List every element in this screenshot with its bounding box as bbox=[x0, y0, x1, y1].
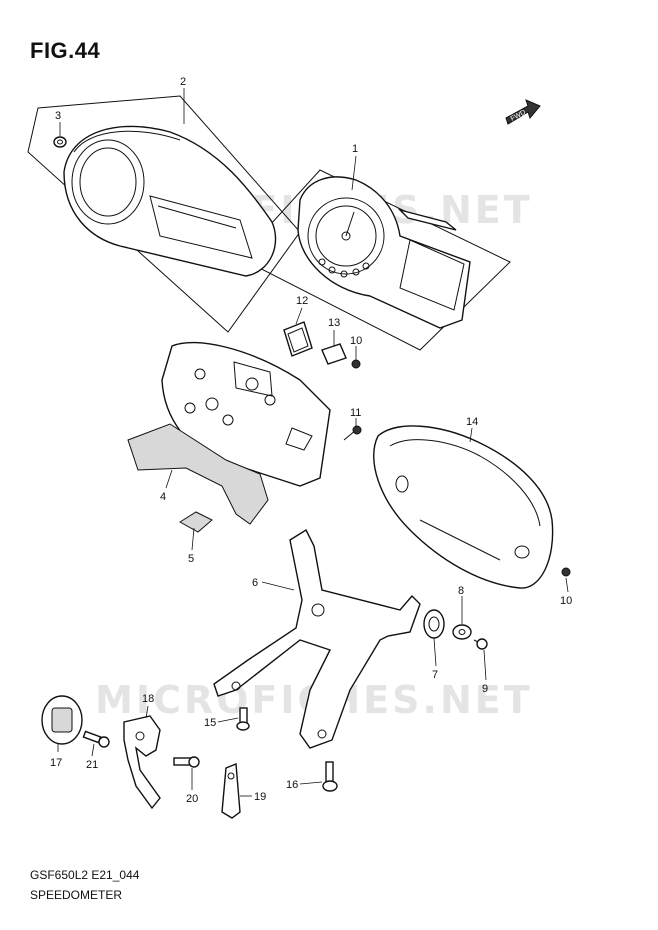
socket-part-17 bbox=[41, 695, 83, 745]
bushing-part-7 bbox=[423, 609, 445, 639]
clip-part-13 bbox=[321, 343, 347, 365]
speedometer-assembly-part bbox=[297, 176, 471, 329]
cap-part-3 bbox=[53, 136, 67, 148]
callout-3: 3 bbox=[55, 110, 61, 122]
sensor-part-18 bbox=[123, 715, 161, 810]
fwd-arrow-icon: FWD bbox=[505, 99, 541, 125]
callout-11: 11 bbox=[350, 407, 361, 419]
grommet-part-12 bbox=[283, 321, 313, 357]
bolt-part-9 bbox=[473, 638, 488, 650]
callout-15: 15 bbox=[204, 717, 216, 729]
screw-part-10-upper bbox=[351, 359, 361, 369]
bolt-part-15 bbox=[236, 707, 250, 731]
callout-5: 5 bbox=[188, 553, 194, 565]
callout-10-lower: 10 bbox=[560, 595, 572, 607]
screw-part-10-lower bbox=[561, 567, 571, 577]
pad-part-5 bbox=[179, 511, 213, 533]
rear-cover-part bbox=[373, 425, 554, 589]
callout-13: 13 bbox=[328, 317, 340, 329]
figure-title: FIG.44 bbox=[30, 38, 101, 63]
callout-18: 18 bbox=[142, 693, 154, 705]
callout-9: 9 bbox=[482, 683, 488, 695]
fwd-label: FWD bbox=[510, 109, 527, 123]
callout-14: 14 bbox=[466, 416, 478, 428]
callout-1: 1 bbox=[352, 143, 358, 155]
callout-8: 8 bbox=[458, 585, 464, 597]
leader-lines bbox=[57, 88, 569, 797]
callout-21: 21 bbox=[86, 759, 98, 771]
figure-code: GSF650L2 E21_044 bbox=[30, 868, 140, 882]
washer-part-8 bbox=[452, 624, 472, 640]
callout-20: 20 bbox=[186, 793, 198, 805]
callout-19: 19 bbox=[254, 791, 266, 803]
meter-cover-part bbox=[63, 125, 277, 277]
screw-part-21 bbox=[82, 730, 110, 748]
callout-6: 6 bbox=[252, 577, 258, 589]
bracket-part-6 bbox=[213, 528, 421, 749]
group-box-part-1 bbox=[239, 169, 511, 351]
screw-part-11 bbox=[343, 425, 362, 441]
bolt-part-20 bbox=[173, 756, 200, 768]
callout-17: 17 bbox=[50, 757, 62, 769]
callout-7: 7 bbox=[432, 669, 438, 681]
callout-4: 4 bbox=[160, 491, 166, 503]
group-box-part-2 bbox=[27, 95, 301, 333]
clamp-part-19 bbox=[221, 762, 241, 819]
bolt-part-16 bbox=[322, 761, 338, 792]
callout-16: 16 bbox=[286, 779, 298, 791]
lower-case-part bbox=[127, 341, 331, 525]
callout-12: 12 bbox=[296, 295, 308, 307]
callout-2: 2 bbox=[180, 76, 186, 88]
figure-name: SPEEDOMETER bbox=[30, 888, 123, 902]
callout-10-upper: 10 bbox=[350, 335, 362, 347]
